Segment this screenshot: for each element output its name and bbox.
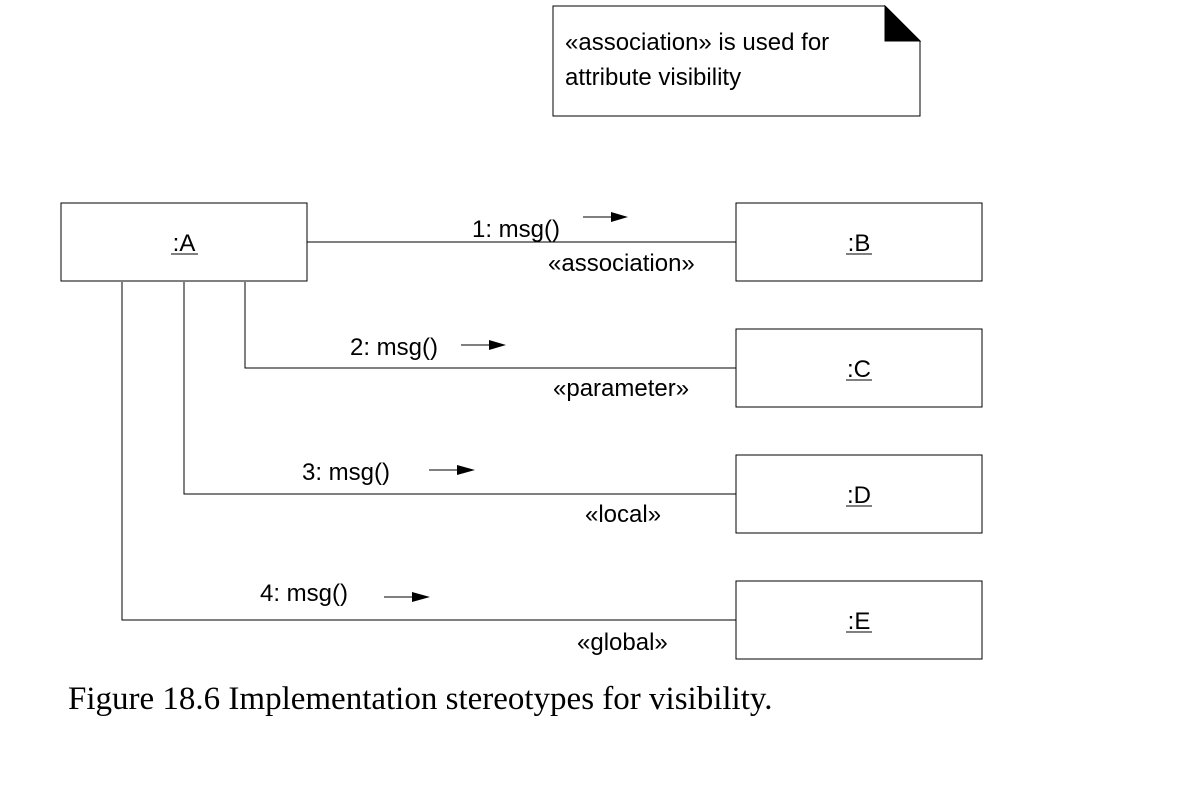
message-3-arrow-icon: [457, 465, 475, 475]
object-d-box: [735, 454, 983, 534]
object-a: :A: [60, 202, 308, 282]
note-folded-corner: [884, 4, 922, 42]
link-a-d: [183, 282, 736, 495]
message-2-label: 2: msg(): [350, 334, 438, 361]
object-b-label: :B: [848, 230, 871, 257]
link-a-e: [121, 282, 736, 621]
link-a-c: [244, 282, 736, 369]
message-2: 2: msg() «parameter»: [350, 334, 689, 402]
object-e-label: :E: [848, 608, 871, 635]
object-c-label: :C: [847, 356, 871, 383]
message-3-label: 3: msg(): [302, 459, 390, 486]
object-e-box: [735, 580, 983, 660]
figure-caption: Figure 18.6 Implementation stereotypes f…: [68, 681, 773, 717]
message-3: 3: msg() «local»: [302, 459, 661, 528]
links: [121, 241, 736, 621]
object-a-box: [60, 202, 308, 282]
object-b-box: [735, 202, 983, 282]
object-c: :C: [735, 328, 983, 408]
message-1: 1: msg() «association»: [472, 212, 695, 277]
link-2-stereotype: «parameter»: [553, 375, 689, 402]
link-3-stereotype: «local»: [585, 501, 661, 528]
message-1-label: 1: msg(): [472, 216, 560, 243]
note-text-line-2: attribute visibility: [565, 64, 741, 91]
link-4-stereotype: «global»: [577, 629, 668, 656]
note-text-line-1: «association» is used for: [565, 29, 829, 56]
link-1-stereotype: «association»: [548, 250, 695, 277]
object-a-label: :A: [173, 230, 196, 257]
message-4-label: 4: msg(): [260, 580, 348, 607]
note: «association» is used for attribute visi…: [552, 4, 922, 117]
message-2-arrow-icon: [489, 340, 506, 350]
message-4-arrow-icon: [412, 592, 430, 602]
note-body: [552, 5, 921, 117]
object-c-box: [735, 328, 983, 408]
object-d: :D: [735, 454, 983, 534]
object-d-label: :D: [847, 482, 871, 509]
object-e: :E: [735, 580, 983, 660]
object-b: :B: [735, 202, 983, 282]
message-4: 4: msg() «global»: [260, 580, 668, 656]
message-1-arrow-icon: [611, 212, 628, 222]
